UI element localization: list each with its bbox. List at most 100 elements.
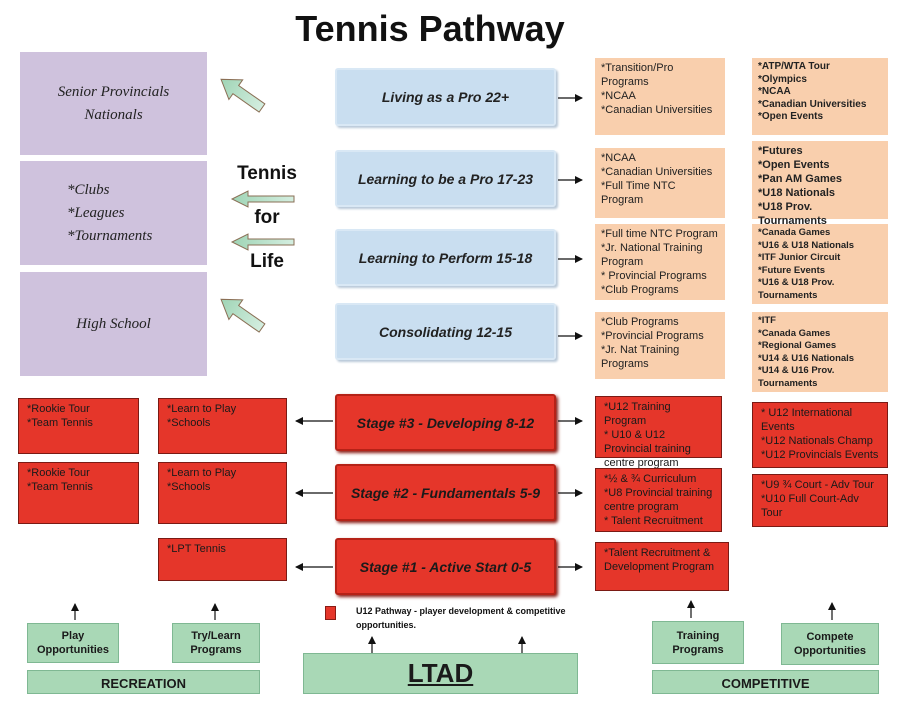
green-arrow-up-left-icon: [220, 78, 266, 113]
box-line: *Team Tennis: [27, 481, 93, 493]
box-line: *LPT Tennis: [167, 543, 226, 555]
box-line: *Transition/Pro Programs: [601, 62, 674, 88]
green-arrow-left-icon: [230, 233, 295, 251]
box-line: *Clubs: [67, 181, 110, 198]
box-line: Nationals: [84, 106, 143, 123]
competitions-box-u12: *U9 ¾ Court - Adv Tour *U10 Full Court-A…: [752, 474, 888, 527]
box-line: * U12 International Events: [761, 407, 853, 433]
programs-box: *NCAA *Canadian Universities *Full Time …: [595, 148, 725, 218]
competitions-box: *ATP/WTA Tour *Olympics *NCAA *Canadian …: [752, 58, 888, 135]
box-line: *U18 Nationals: [758, 187, 836, 199]
box-line: *U12 Training Program: [604, 401, 671, 427]
box-line: *Olympics: [758, 73, 807, 85]
stage-fundamentals: Stage #2 - Fundamentals 5-9: [335, 464, 556, 521]
box-line: *Schools: [167, 481, 211, 493]
box-line: *½ & ¾ Curriculum: [604, 473, 697, 485]
recreation-label: RECREATION: [27, 670, 260, 694]
play-opportunity-box: *Rookie Tour *Team Tennis: [18, 462, 139, 524]
tennis-for-life-word: Life: [250, 251, 284, 272]
box-line: *Talent Recruitment & Development Progra…: [604, 547, 715, 573]
page-title: Tennis Pathway: [295, 8, 565, 49]
programs-box-u12: *U12 Training Program * U10 & U12 Provin…: [595, 396, 722, 469]
box-line: *Leagues: [67, 204, 125, 221]
box-line: *Regional Games: [758, 340, 837, 351]
tennis-for-life-word: Tennis: [237, 163, 297, 184]
recreation-box-clubs: *Clubs *Leagues *Tournaments: [20, 161, 207, 265]
box-line: *U9 ¾ Court - Adv Tour: [761, 479, 874, 491]
box-line: *Canada Games: [758, 227, 831, 238]
box-line: *Jr. National Training Program: [601, 242, 703, 268]
learn-program-box: *Learn to Play *Schools: [158, 462, 287, 524]
box-line: *U12 Nationals Champ: [761, 435, 873, 447]
stage-learning-to-be-pro: Learning to be a Pro 17-23: [335, 150, 556, 207]
programs-box-u12: *½ & ¾ Curriculum *U8 Provincial trainin…: [595, 468, 722, 532]
box-line: * U10 & U12 Provincial training centre p…: [604, 429, 691, 469]
programs-box: *Transition/Pro Programs *NCAA *Canadian…: [595, 58, 725, 135]
box-line: *Open Events: [758, 111, 824, 122]
box-line: *Learn to Play: [167, 403, 237, 415]
box-line: *Full Time NTC Program: [601, 180, 676, 206]
box-line: High School: [76, 315, 151, 332]
stage-consolidating: Consolidating 12-15: [335, 303, 556, 360]
box-line: *Canadian Universities: [601, 104, 713, 116]
play-opportunity-box: *Rookie Tour *Team Tennis: [18, 398, 139, 454]
try-learn-programs-box: Try/Learn Programs: [172, 623, 260, 663]
competitive-label: COMPETITIVE: [652, 670, 879, 694]
box-line: *Canadian Universities: [758, 98, 867, 110]
box-line: *NCAA: [601, 90, 636, 102]
box-line: *U16 & U18 Nationals: [758, 239, 855, 251]
legend-text: U12 Pathway - player development & compe…: [356, 606, 566, 630]
stage-active-start: Stage #1 - Active Start 0-5: [335, 538, 556, 595]
box-line: *Learn to Play: [167, 467, 237, 479]
box-line: *Team Tennis: [27, 417, 93, 429]
box-line: *NCAA: [601, 152, 636, 164]
box-line: *U10 Full Court-Adv Tour: [761, 493, 859, 519]
box-line: *Canada Games: [758, 327, 831, 339]
box-line: *ITF Junior Circuit: [758, 252, 841, 263]
stage-living-as-pro: Living as a Pro 22+: [335, 68, 556, 126]
box-line: *U14 & U16 Prov. Tournaments: [758, 365, 835, 389]
programs-box: *Club Programs *Provincial Programs *Jr.…: [595, 312, 725, 379]
box-line: * Talent Recruitment: [604, 515, 703, 527]
box-line: * Provincial Programs: [601, 270, 707, 282]
recreation-box-senior: Senior Provincials Nationals: [20, 52, 207, 155]
green-arrow-left-icon: [230, 190, 295, 208]
box-line: *Rookie Tour: [27, 403, 90, 415]
box-line: *Full time NTC Program: [601, 228, 718, 240]
competitions-box: *Futures *Open Events *Pan AM Games *U18…: [752, 141, 888, 227]
compete-opportunities-box: Compete Opportunities: [781, 623, 879, 665]
stage-developing: Stage #3 - Developing 8-12: [335, 394, 556, 451]
box-line: Senior Provincials: [57, 83, 170, 100]
training-programs-box: Training Programs: [652, 621, 744, 664]
legend-swatch: [325, 606, 336, 620]
box-line: *Provincial Programs: [601, 330, 704, 342]
box-line: *Canadian Universities: [601, 166, 713, 178]
competitions-box: *Canada Games *U16 & U18 Nationals *ITF …: [752, 224, 888, 304]
competitions-box: *ITF *Canada Games *Regional Games *U14 …: [752, 312, 888, 392]
box-line: *U16 & U18 Prov. Tournaments: [758, 277, 835, 301]
box-line: *Future Events: [758, 264, 826, 276]
programs-box: *Full time NTC Program *Jr. National Tra…: [595, 224, 725, 300]
box-line: *ITF: [758, 315, 776, 326]
programs-box-u12: *Talent Recruitment & Development Progra…: [595, 542, 729, 591]
box-line: *NCAA: [758, 86, 791, 97]
box-line: *Rookie Tour: [27, 467, 90, 479]
box-line: *U8 Provincial training centre program: [604, 487, 713, 513]
box-line: *ATP/WTA Tour: [758, 61, 830, 72]
stage-learning-to-perform: Learning to Perform 15-18: [335, 229, 556, 286]
box-line: *Club Programs: [601, 284, 679, 296]
box-line: *Futures: [758, 145, 803, 157]
box-line: *U12 Provincials Events: [761, 449, 879, 461]
box-line: *Jr. Nat Training Programs: [601, 344, 680, 370]
box-line: *Pan AM Games: [758, 173, 842, 185]
recreation-box-high-school: High School: [20, 272, 207, 376]
box-line: *Tournaments: [67, 227, 153, 244]
green-arrow-up-left-icon: [220, 298, 266, 333]
competitions-box-u12: * U12 International Events *U12 National…: [752, 402, 888, 468]
box-line: *Club Programs: [601, 316, 679, 328]
tennis-for-life-word: for: [254, 207, 280, 228]
learn-program-box: *LPT Tennis: [158, 538, 287, 581]
box-line: *U14 & U16 Nationals: [758, 352, 855, 364]
learn-program-box: *Learn to Play *Schools: [158, 398, 287, 454]
